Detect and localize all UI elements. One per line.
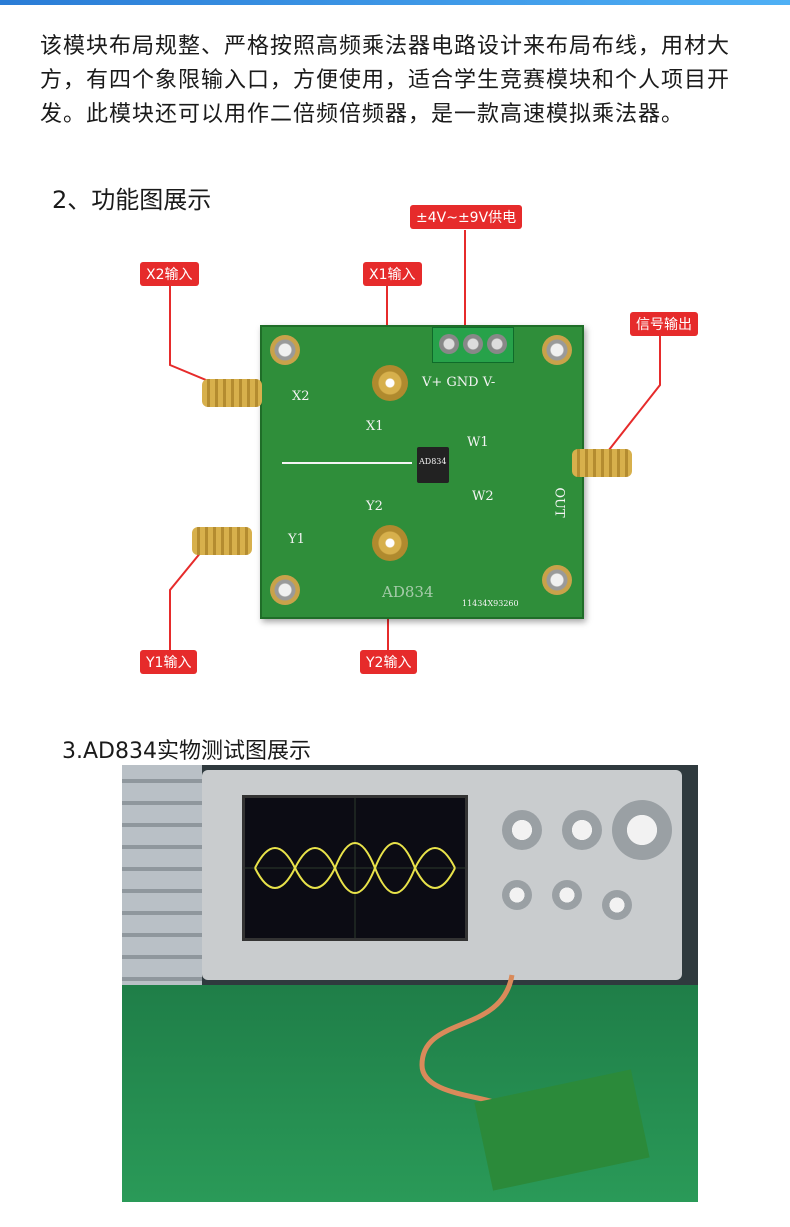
pcb-power-pins-label: V+ GND V- <box>422 375 496 390</box>
signal-arrow <box>282 462 412 464</box>
terminal-screw <box>439 334 459 354</box>
mounting-hole <box>542 335 572 365</box>
callout-y1: Y1输入 <box>140 650 198 674</box>
x1-sma-connector <box>372 365 408 401</box>
x2-sma-connector <box>202 379 262 407</box>
y2-sma-connector <box>372 525 408 561</box>
pcb-out-label: OUT <box>551 487 567 518</box>
oscilloscope <box>202 770 682 980</box>
callout-y2: Y2输入 <box>360 650 418 674</box>
intro-paragraph: 该模块布局规整、严格按照高频乘法器电路设计来布局布线，用材大方，有四个象限输入口… <box>40 34 731 127</box>
mounting-hole <box>542 565 572 595</box>
mounting-hole <box>270 575 300 605</box>
out-sma-connector <box>572 449 632 477</box>
scope-knob <box>502 880 532 910</box>
scope-knob <box>552 880 582 910</box>
pcb-x1-label: X1 <box>366 419 384 434</box>
waveform <box>245 798 465 938</box>
callout-signal-out: 信号输出 <box>630 312 698 336</box>
callout-x1: X1输入 <box>363 262 422 286</box>
section-title-function-diagram: 2、功能图展示 <box>52 186 212 214</box>
ad834-chip: AD834 <box>417 447 449 483</box>
chip-marking: AD834 <box>419 457 447 466</box>
pcb-w1-label: W1 <box>467 435 489 450</box>
scope-knob <box>602 890 632 920</box>
test-photo <box>122 765 698 1202</box>
scope-knob <box>562 810 602 850</box>
top-accent-bar <box>0 0 790 5</box>
pcb-board: V+ GND V- X2 X1 Y1 Y2 W1 W2 OUT AD834 AD… <box>192 325 632 619</box>
y1-sma-connector <box>192 527 252 555</box>
pcb-serial: 11434X93260 <box>462 599 519 608</box>
oscilloscope-screen <box>242 795 468 941</box>
callout-power: ±4V~±9V供电 <box>410 205 523 229</box>
pcb-x2-label: X2 <box>292 389 310 404</box>
pcb-y1-label: Y1 <box>288 532 305 547</box>
power-terminal-block <box>432 327 514 363</box>
pcb-w2-label: W2 <box>472 489 494 504</box>
terminal-screw <box>463 334 483 354</box>
test-cable <box>419 974 515 1108</box>
mounting-hole <box>270 335 300 365</box>
section-title-test-photo: 3.AD834实物测试图展示 <box>62 739 311 764</box>
terminal-screw <box>487 334 507 354</box>
function-diagram: V+ GND V- X2 X1 Y1 Y2 W1 W2 OUT AD834 AD… <box>120 200 720 680</box>
callout-x2: X2输入 <box>140 262 199 286</box>
pcb-board-name: AD834 <box>382 583 434 601</box>
pcb-y2-label: Y2 <box>366 499 383 514</box>
scope-knob <box>612 800 672 860</box>
scope-knob <box>502 810 542 850</box>
